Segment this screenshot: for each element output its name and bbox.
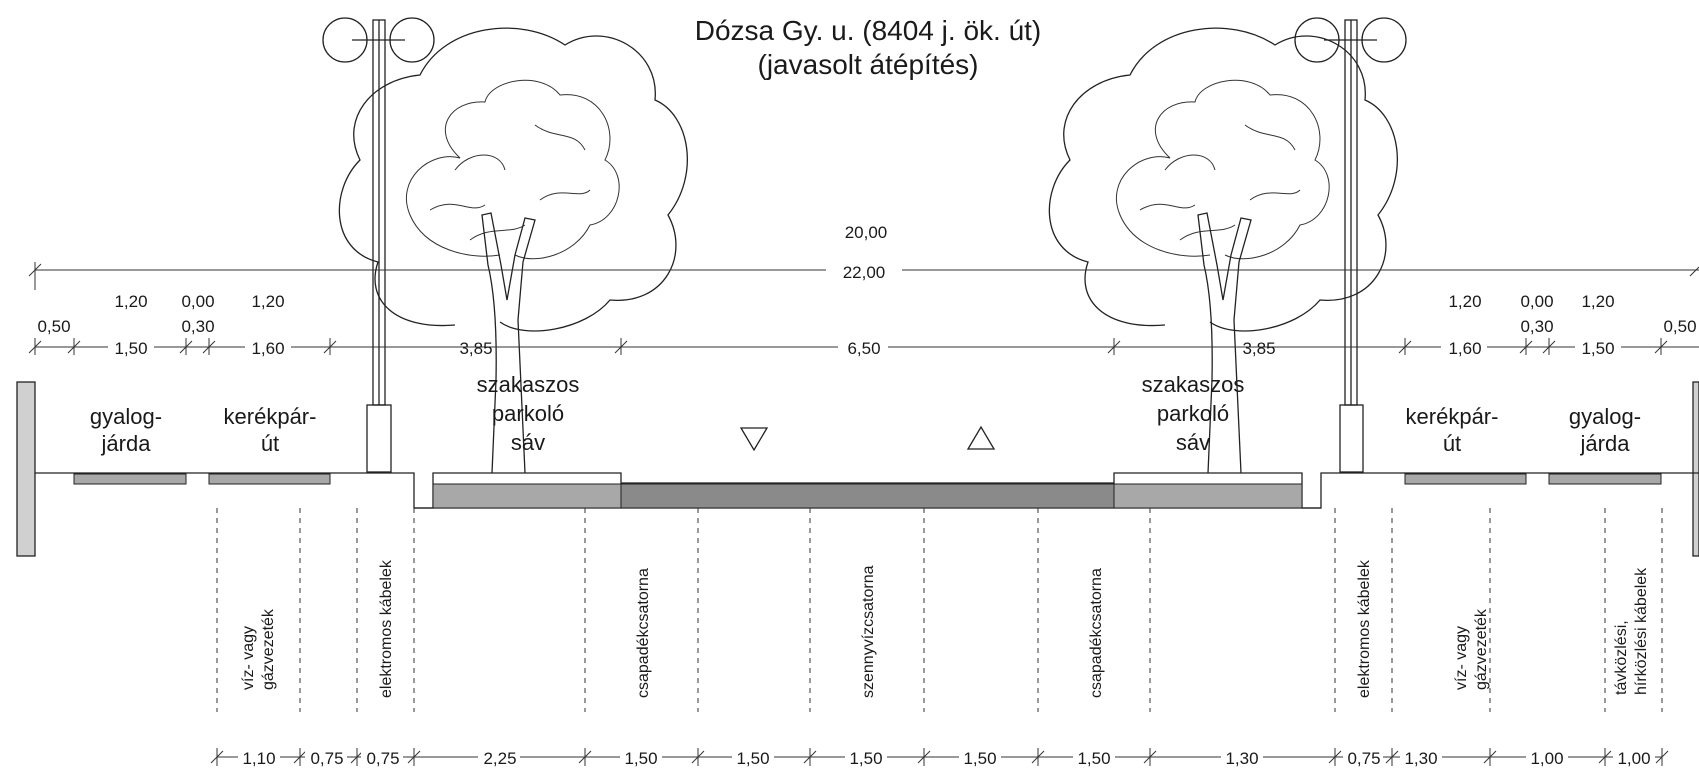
utility-dividers [216,508,1663,712]
label-cycleway-left-1: kerékpár- [224,404,317,429]
lamp-post-left [322,17,435,473]
label-parking-left-1: szakaszos [477,372,580,397]
label-parking-right-3: sáv [1176,430,1210,455]
bottom-dim-2: 0,75 [310,749,343,768]
utility-water-left-1: víz- vagy [240,626,257,690]
dim-carriageway: 6,50 [847,339,880,358]
label-parking-right-2: parkoló [1157,401,1229,426]
bottom-dim-4: 2,25 [483,749,516,768]
bottom-dim-10: 1,30 [1225,749,1258,768]
edge-wall-right [1692,381,1699,557]
footpath-left-surface [73,473,187,485]
parking-left-surface [432,483,622,509]
utility-storm-left: csapadékcsatorna [635,568,652,698]
cycleway-left-surface [208,473,331,485]
dim-right-c: 0,30 [1520,317,1553,336]
dim-left-b: 1,50 [114,339,147,358]
bottom-dim-14: 1,00 [1617,749,1650,768]
cycleway-right-surface [1404,473,1527,485]
dim-right-d-sub: 1,20 [1448,292,1481,311]
overall-inner-dim: 20,00 [845,223,888,242]
title-line-2: (javasolt átépítés) [758,49,979,80]
utility-telecom-2: hírközlési kábelek [1633,567,1650,695]
label-parking-left-2: parkoló [492,401,564,426]
dim-left-d-sub: 1,20 [251,292,284,311]
carriageway-surface [620,483,1115,509]
bottom-dim-3: 0,75 [366,749,399,768]
dim-right-b-sub: 1,20 [1581,292,1614,311]
dim-right-b: 1,50 [1581,339,1614,358]
bottom-dim-12: 1,30 [1404,749,1437,768]
tree-right [1048,27,1398,474]
parking-right-surface [1113,483,1303,509]
dim-left-c: 0,30 [181,317,214,336]
bottom-dim-1: 1,10 [242,749,275,768]
utility-water-right-2: gázvezeték [1473,608,1490,690]
label-footpath-right-1: gyalog- [1569,404,1641,429]
dim-left-b-sub: 1,20 [114,292,147,311]
dim-left-a: 0,50 [37,317,70,336]
utility-electric-right: elektromos kábelek [1356,559,1373,698]
label-cycleway-left-2: út [261,431,279,456]
lane-direction-down-icon [739,427,769,452]
overall-outer-dim: 22,00 [843,263,886,282]
dim-right-d: 1,60 [1448,339,1481,358]
bottom-dim-6: 1,50 [736,749,769,768]
bottom-dim-13: 1,00 [1530,749,1563,768]
bottom-dim-9: 1,50 [1077,749,1110,768]
label-cycleway-right-2: út [1443,431,1461,456]
footpath-right-surface [1548,473,1662,485]
edge-wall-left [16,381,36,557]
top-dim-ticks [28,338,1668,355]
dim-left-d: 1,60 [251,339,284,358]
utility-sewer: szennyvízcsatorna [860,565,877,698]
label-parking-right-1: szakaszos [1142,372,1245,397]
dim-parking-right: 3,85 [1242,339,1275,358]
utility-electric-left: elektromos kábelek [378,559,395,698]
utility-telecom-1: távközlési, [1613,620,1630,695]
utility-water-right-1: víz- vagy [1453,626,1470,690]
bottom-dim-5: 1,50 [624,749,657,768]
title-line-1: Dózsa Gy. u. (8404 j. ök. út) [695,15,1042,46]
label-footpath-right-2: járda [1580,431,1631,456]
dim-right-a: 0,50 [1663,317,1696,336]
utility-storm-right: csapadékcsatorna [1088,568,1105,698]
bottom-dim-7: 1,50 [849,749,882,768]
label-footpath-left-2: járda [101,431,152,456]
bottom-dim-8: 1,50 [963,749,996,768]
label-cycleway-right-1: kerékpár- [1406,404,1499,429]
dim-parking-left: 3,85 [459,339,492,358]
lamp-post-right [1294,17,1407,473]
lane-direction-up-icon [966,425,996,450]
dim-left-c-sub: 0,00 [181,292,214,311]
tree-left [338,27,688,474]
label-parking-left-3: sáv [511,430,545,455]
utility-water-left-2: gázvezeték [260,608,277,690]
bottom-dim-ticks [210,748,1669,766]
label-footpath-left-1: gyalog- [90,404,162,429]
bottom-dim-11: 0,75 [1347,749,1380,768]
dim-right-c-sub: 0,00 [1520,292,1553,311]
